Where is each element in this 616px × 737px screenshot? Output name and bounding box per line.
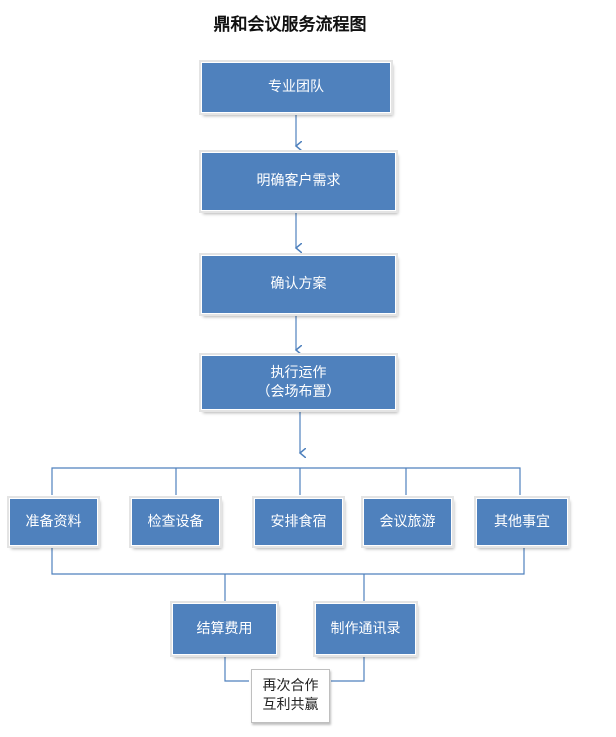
node-settle-costs: 结算费用 bbox=[170, 601, 279, 657]
diagram-title: 鼎和会议服务流程图 bbox=[213, 15, 367, 35]
node-check-equipment: 检查设备 bbox=[129, 496, 222, 548]
node-make-contacts: 制作通讯录 bbox=[313, 601, 418, 657]
node-meeting-tour: 会议旅游 bbox=[361, 496, 454, 548]
node-professional-team: 专业团队 bbox=[199, 60, 393, 115]
node-arrange-lodging: 安排食宿 bbox=[252, 496, 345, 548]
merge-connector bbox=[224, 656, 365, 682]
node-other-matters: 其他事宜 bbox=[474, 496, 570, 548]
branch-connector-top bbox=[51, 467, 521, 495]
node-cooperate-again: 再次合作 互利共赢 bbox=[251, 669, 330, 723]
node-prepare-materials: 准备资料 bbox=[7, 496, 100, 548]
node-execute: 执行运作 （会场布置） bbox=[199, 353, 398, 412]
node-confirm-plan: 确认方案 bbox=[199, 253, 398, 316]
branch-connector-bottom bbox=[51, 547, 525, 601]
node-clarify-needs: 明确客户需求 bbox=[199, 150, 398, 213]
